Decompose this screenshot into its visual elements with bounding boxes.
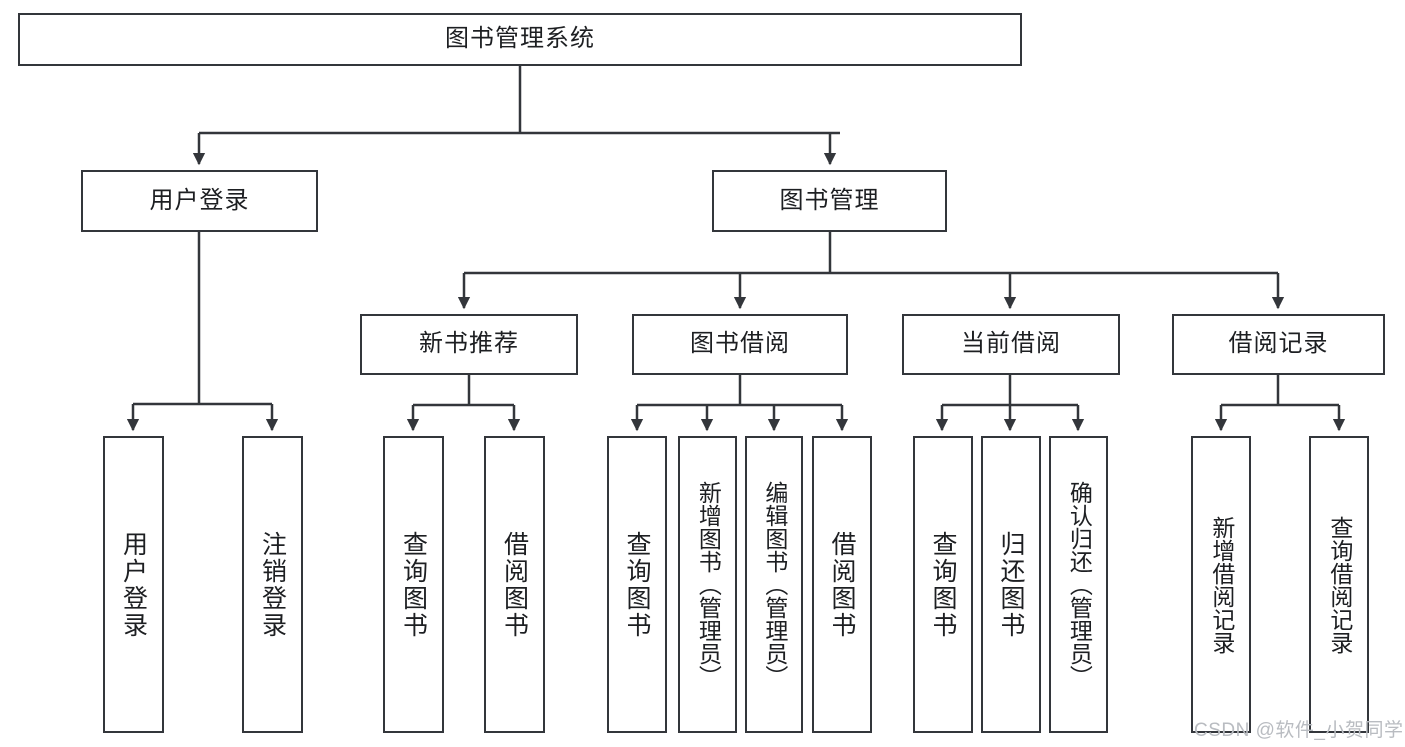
node-new-book-recommend[interactable]: 新书推荐 [360,314,578,375]
leaf-query-borrow-record[interactable]: 查询借阅记录 [1309,436,1369,733]
watermark-text: CSDN @软件_小贺同学 [1194,720,1404,741]
leaf-add-book-admin[interactable]: 新增图书（管理员） [678,436,737,733]
node-label: 当前借阅 [961,330,1061,358]
node-label: 图书管理系统 [445,25,595,53]
node-label: 新增图书（管理员） [695,481,722,688]
node-user-login[interactable]: 用户登录 [81,170,318,232]
node-label: 注销登录 [258,530,287,639]
leaf-query-book-borrow[interactable]: 查询图书 [607,436,667,733]
leaf-borrow-book[interactable]: 借阅图书 [812,436,872,733]
node-current-borrow[interactable]: 当前借阅 [902,314,1120,375]
node-book-borrow[interactable]: 图书借阅 [632,314,848,375]
node-root-book-management-system[interactable]: 图书管理系统 [18,13,1022,66]
node-label: 查询图书 [399,530,428,639]
leaf-edit-book-admin[interactable]: 编辑图书（管理员） [745,436,803,733]
leaf-borrow-book-recommend[interactable]: 借阅图书 [484,436,545,733]
csdn-watermark: CSDN @软件_小贺同学 [1194,715,1403,742]
node-label: 新书推荐 [419,330,519,358]
node-label: 编辑图书（管理员） [761,481,788,688]
leaf-query-book-recommend[interactable]: 查询图书 [383,436,444,733]
node-label: 查询图书 [929,530,957,639]
node-label: 借阅图书 [500,530,529,639]
node-label: 新增借阅记录 [1208,515,1235,654]
node-book-management[interactable]: 图书管理 [712,170,947,232]
node-label: 查询借阅记录 [1326,515,1353,654]
leaf-user-login[interactable]: 用户登录 [103,436,164,733]
node-label: 借阅记录 [1228,330,1329,358]
node-borrow-record[interactable]: 借阅记录 [1172,314,1385,375]
node-label: 查询图书 [623,530,651,639]
node-label: 图书管理 [779,186,880,214]
node-label: 图书借阅 [690,330,790,358]
node-label: 归还图书 [997,530,1025,639]
leaf-query-book-current[interactable]: 查询图书 [913,436,973,733]
leaf-logout[interactable]: 注销登录 [242,436,303,733]
leaf-return-book[interactable]: 归还图书 [981,436,1041,733]
leaf-confirm-return-admin[interactable]: 确认归还（管理员） [1049,436,1108,733]
node-label: 借阅图书 [828,530,856,639]
node-label: 用户登录 [119,530,148,639]
node-label: 用户登录 [149,186,250,214]
leaf-add-borrow-record[interactable]: 新增借阅记录 [1191,436,1251,733]
node-label: 确认归还（管理员） [1066,481,1093,688]
